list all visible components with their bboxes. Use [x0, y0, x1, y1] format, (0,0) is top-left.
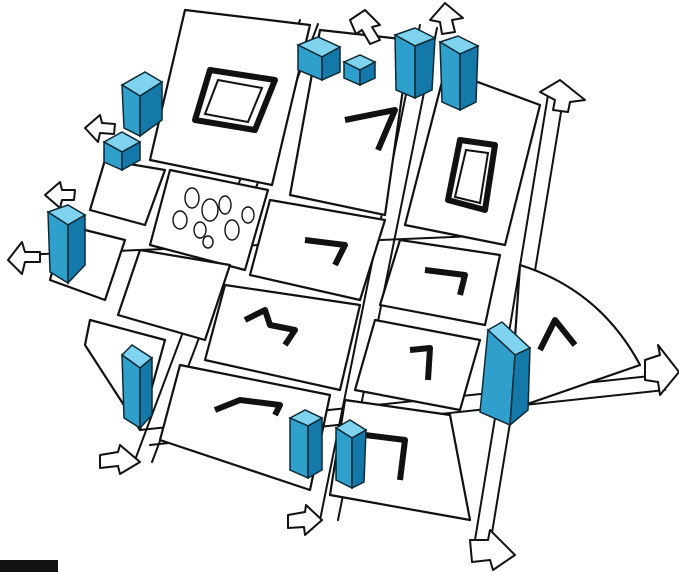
arrow-icon — [430, 3, 463, 34]
block-right-lower — [355, 320, 480, 410]
arrow-icon — [45, 182, 75, 208]
block-left-upper — [90, 160, 165, 225]
block-middle-center — [250, 200, 385, 300]
tower — [336, 420, 366, 488]
arrow-icon — [288, 505, 322, 535]
tower — [395, 28, 435, 98]
block-middle-right — [380, 240, 500, 325]
tower — [122, 72, 162, 136]
tower — [48, 205, 85, 283]
arrow-icon — [100, 445, 140, 474]
arrow-icon — [8, 242, 40, 274]
tower — [290, 410, 322, 478]
tower — [344, 55, 375, 85]
tower — [440, 36, 478, 110]
arrow-icon — [470, 530, 515, 570]
arrow-icon — [645, 345, 679, 395]
tower — [298, 37, 340, 80]
block-right-fan — [510, 265, 640, 410]
tower — [122, 345, 152, 428]
corner-mark — [0, 560, 58, 572]
